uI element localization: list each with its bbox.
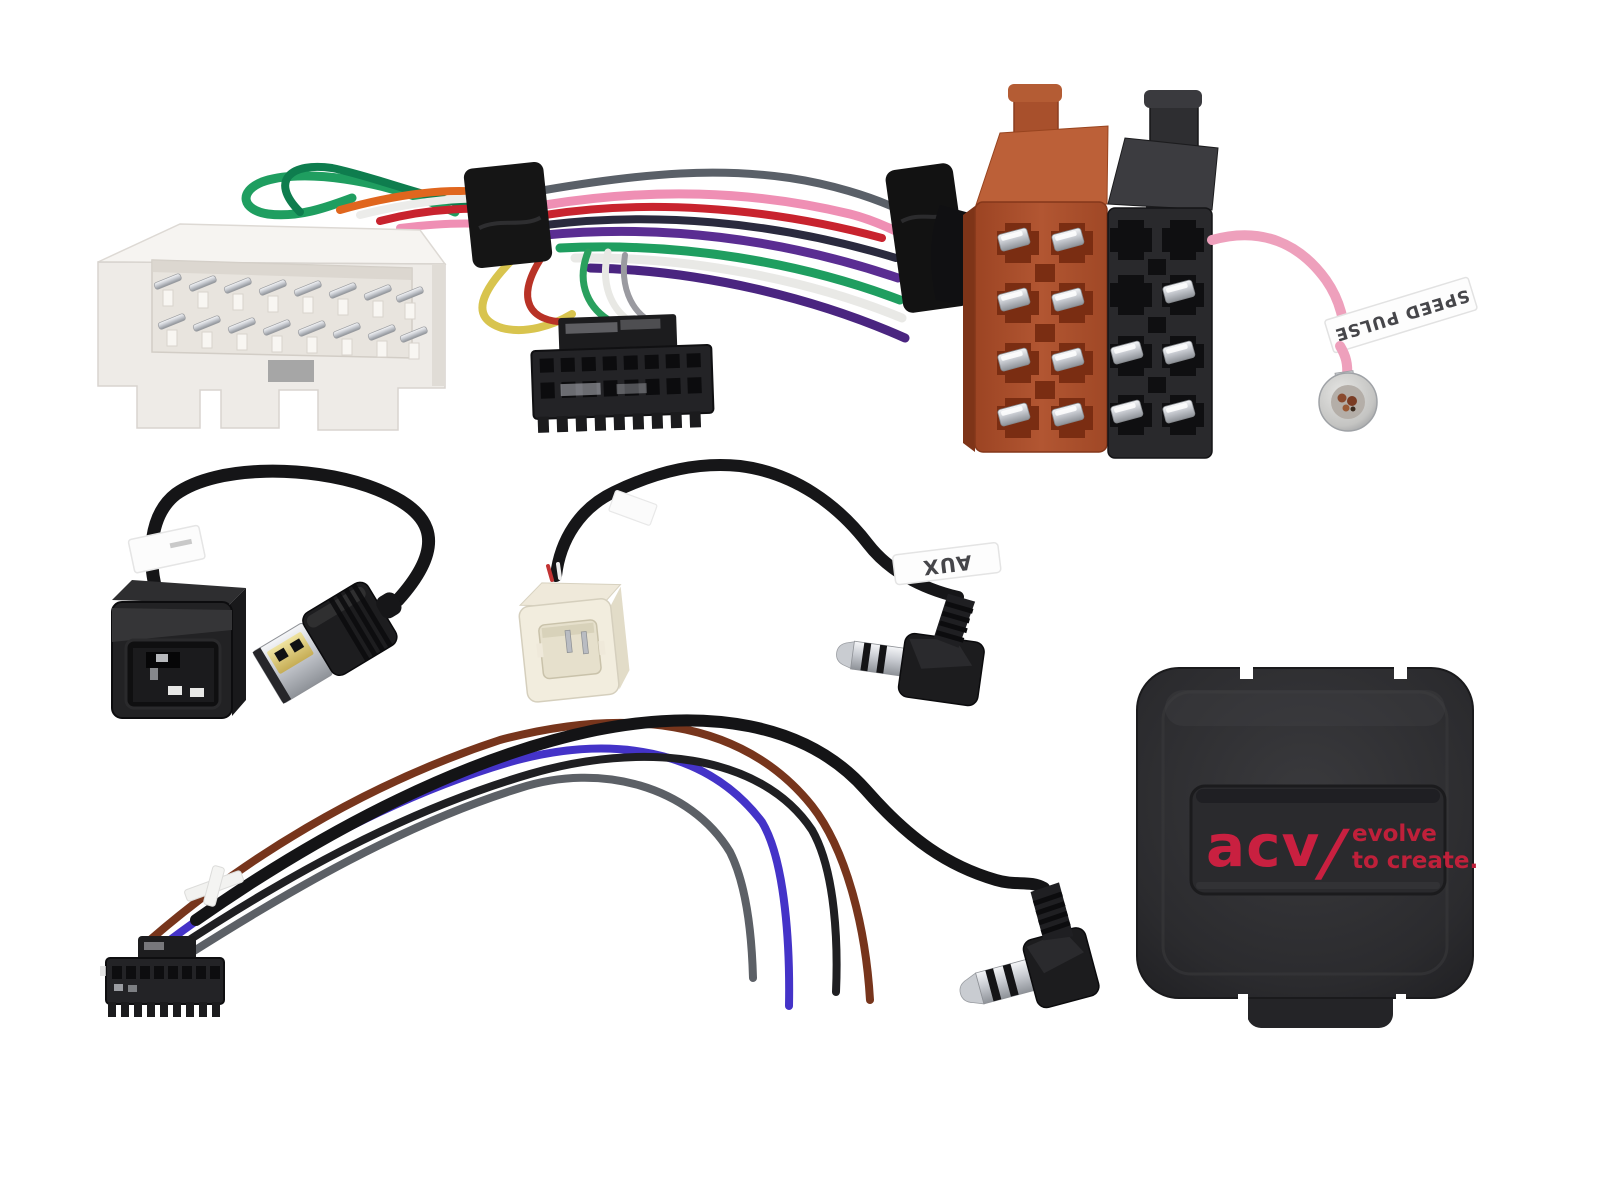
aux-jack-plug-bottom	[959, 882, 1100, 1009]
tape-wrap-left	[463, 161, 553, 269]
acv-brand-text: acv	[1206, 812, 1320, 880]
aux-mini-connector-white	[518, 582, 630, 703]
wire-black	[170, 753, 841, 996]
aux-adapter: AUX	[518, 459, 1002, 707]
usb-port-contact	[190, 688, 204, 697]
usb-cable	[145, 464, 435, 607]
aux-connector-pin	[564, 629, 573, 653]
speed-pulse-flag: SPEED PULSE	[1324, 276, 1478, 354]
usb-a-plug	[252, 581, 402, 704]
radio-16pin-connector-black	[530, 314, 715, 433]
box-top-notch	[1240, 664, 1253, 679]
keying-slot	[268, 360, 314, 382]
aux-flag: AUX	[892, 542, 1002, 586]
aux-flag-text: AUX	[921, 550, 973, 580]
aux-jack-plug-middle	[836, 593, 985, 707]
usb-cable-label	[127, 524, 206, 574]
iso-connector-orange	[963, 84, 1109, 453]
usb-port-connector	[111, 580, 246, 719]
aux-cable-label-small	[608, 489, 658, 526]
swc-connector-black	[100, 936, 225, 1017]
wire-loom-top	[241, 162, 911, 343]
quadlock-20pin-connector-white	[97, 223, 447, 431]
wire-gray	[182, 773, 757, 982]
usb-port-contact	[168, 686, 182, 695]
cable-tie	[184, 865, 244, 907]
iso-orange-cavities	[997, 223, 1093, 438]
iso-connector-black	[1107, 90, 1219, 459]
swc-harness	[100, 714, 1100, 1017]
iso-black-cavities	[1110, 220, 1204, 435]
acv-tagline-line1: evolve	[1352, 821, 1437, 847]
aux-cable	[550, 459, 964, 603]
acv-tagline-line2: to create.	[1352, 848, 1478, 874]
acv-interface-box: acv / evolve to create.	[1136, 664, 1478, 1030]
aux-connector-pin	[580, 631, 589, 655]
speed-pulse-lead: SPEED PULSE	[1207, 230, 1478, 432]
usb-retention-cable	[111, 464, 435, 719]
usb-gold-contacts	[267, 632, 314, 674]
ring-terminal	[1318, 372, 1378, 432]
swc-aux-cable	[190, 714, 1050, 926]
box-top-notch	[1394, 664, 1407, 679]
top-harness: SPEED PULSE	[97, 84, 1478, 459]
acv-logo-plate: acv / evolve to create.	[1189, 784, 1478, 896]
